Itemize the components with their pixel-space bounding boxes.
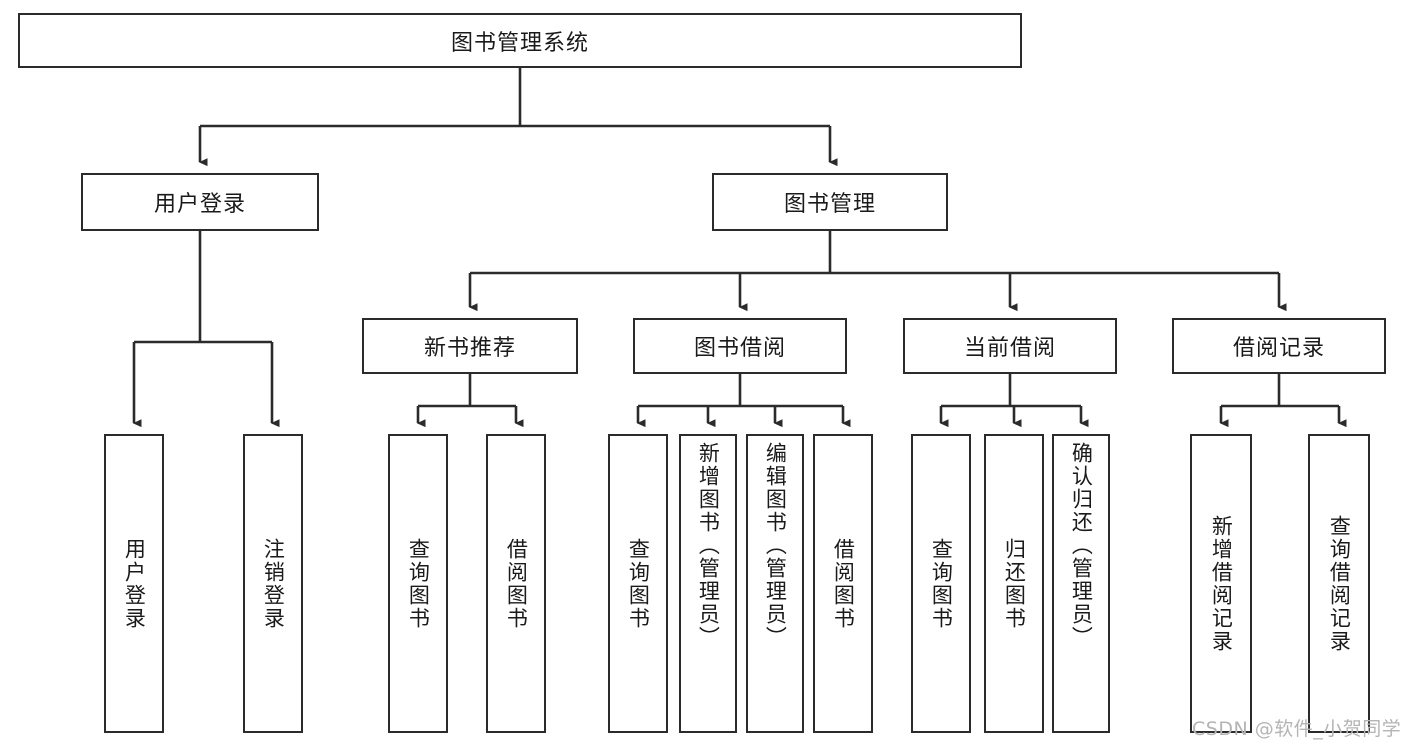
node-leaf-add-book-admin-label: 新增图书（管理员） <box>696 442 721 649</box>
node-book-borrow[interactable]: 图书借阅 <box>633 318 847 374</box>
node-leaf-query-borrow-record[interactable]: 查询借阅记录 <box>1308 434 1370 733</box>
node-leaf-query-book-3-label: 查询图书 <box>929 537 954 630</box>
node-root-label: 图书管理系统 <box>450 30 589 56</box>
node-user-login[interactable]: 用户登录 <box>81 173 319 231</box>
node-leaf-return-book-label: 归还图书 <box>1002 537 1027 630</box>
node-leaf-query-book-3[interactable]: 查询图书 <box>911 434 971 733</box>
node-borrow-record-label: 借阅记录 <box>1232 336 1325 361</box>
node-leaf-logout-login-label: 注销登录 <box>261 537 286 630</box>
node-leaf-query-book-2-label: 查询图书 <box>626 537 651 630</box>
node-new-book-recommend-label: 新书推荐 <box>423 336 516 361</box>
node-book-management[interactable]: 图书管理 <box>712 173 948 231</box>
node-user-login-label: 用户登录 <box>153 192 246 217</box>
watermark-text: CSDN @软件_小贺同学 <box>1192 718 1402 740</box>
node-leaf-borrow-book-2-label: 借阅图书 <box>831 537 856 630</box>
node-leaf-borrow-book-2[interactable]: 借阅图书 <box>813 434 873 733</box>
node-borrow-record[interactable]: 借阅记录 <box>1172 318 1386 374</box>
node-new-book-recommend[interactable]: 新书推荐 <box>362 318 578 374</box>
node-leaf-edit-book-admin[interactable]: 编辑图书（管理员） <box>746 434 804 733</box>
node-leaf-borrow-book-1[interactable]: 借阅图书 <box>486 434 546 733</box>
node-leaf-add-borrow-record-label: 新增借阅记录 <box>1209 514 1234 653</box>
node-leaf-confirm-return-admin-label: 确认归还（管理员） <box>1069 442 1094 649</box>
node-leaf-return-book[interactable]: 归还图书 <box>984 434 1044 733</box>
node-current-borrow-label: 当前借阅 <box>963 336 1056 361</box>
node-leaf-add-book-admin[interactable]: 新增图书（管理员） <box>679 434 737 733</box>
node-root[interactable]: 图书管理系统 <box>18 13 1022 68</box>
node-leaf-edit-book-admin-label: 编辑图书（管理员） <box>763 442 788 649</box>
node-leaf-user-login[interactable]: 用户登录 <box>104 434 164 733</box>
node-book-borrow-label: 图书借阅 <box>693 336 786 361</box>
node-leaf-query-book-1-label: 查询图书 <box>406 537 431 630</box>
node-book-management-label: 图书管理 <box>783 192 876 217</box>
node-leaf-user-login-label: 用户登录 <box>122 537 147 630</box>
node-leaf-borrow-book-1-label: 借阅图书 <box>504 537 529 630</box>
node-leaf-query-book-1[interactable]: 查询图书 <box>388 434 448 733</box>
node-leaf-add-borrow-record[interactable]: 新增借阅记录 <box>1190 434 1252 733</box>
node-leaf-logout-login[interactable]: 注销登录 <box>243 434 303 733</box>
node-leaf-confirm-return-admin[interactable]: 确认归还（管理员） <box>1052 434 1110 733</box>
node-leaf-query-borrow-record-label: 查询借阅记录 <box>1327 514 1352 653</box>
node-current-borrow[interactable]: 当前借阅 <box>903 318 1117 374</box>
node-leaf-query-book-2[interactable]: 查询图书 <box>608 434 668 733</box>
